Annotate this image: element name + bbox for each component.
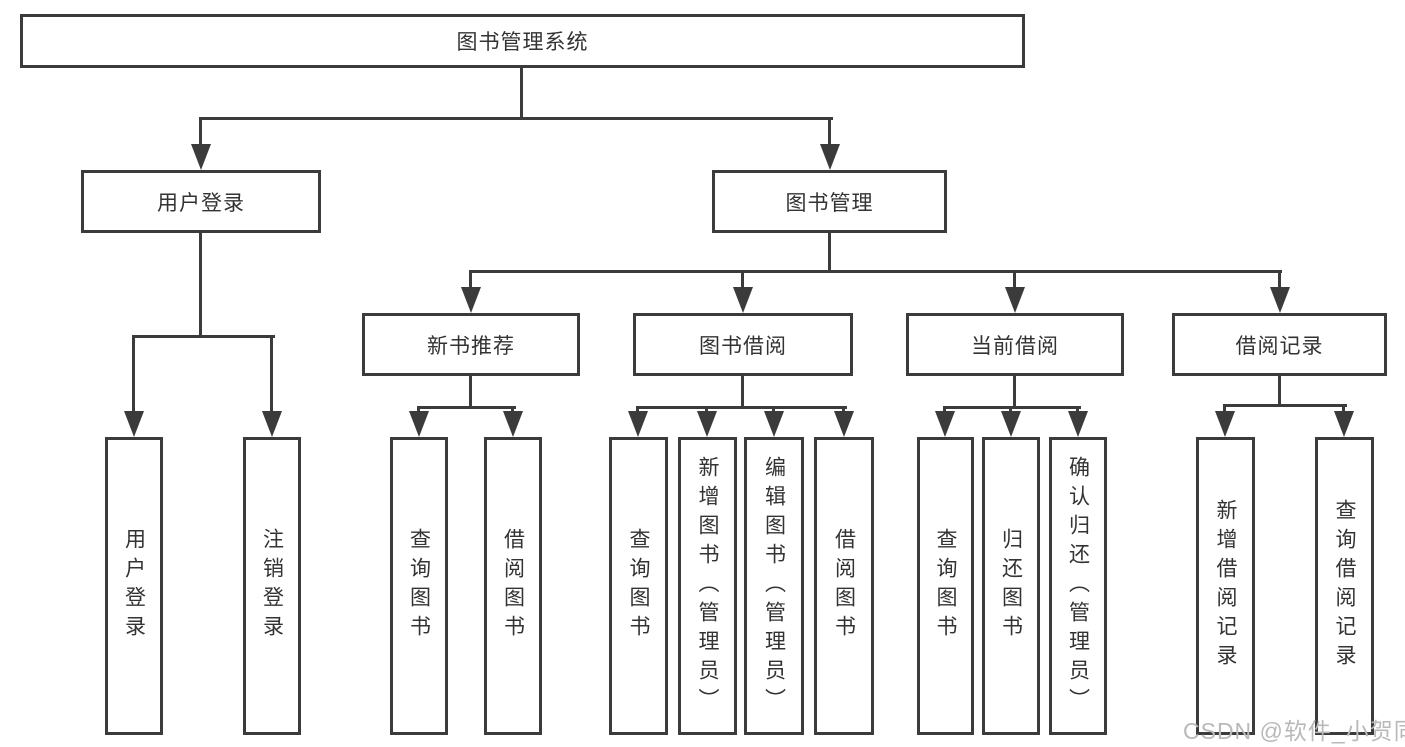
connector-line bbox=[270, 335, 273, 413]
node-leaf-add-borrow-record: 新增借阅记录 bbox=[1196, 437, 1255, 735]
arrow-down-icon bbox=[1334, 411, 1354, 437]
arrow-down-icon bbox=[834, 411, 854, 437]
connector-line bbox=[1009, 406, 1012, 413]
node-leaf-borrow-books-label: 借阅图书 bbox=[832, 528, 856, 644]
node-leaf-borrow-books: 借阅图书 bbox=[814, 437, 874, 735]
arrow-down-icon bbox=[461, 287, 481, 313]
node-book-borrow: 图书借阅 bbox=[633, 313, 853, 376]
node-leaf-query-books-current-label: 查询图书 bbox=[934, 528, 957, 644]
connector-line bbox=[199, 117, 202, 146]
connector-line bbox=[1278, 376, 1281, 404]
connector-line bbox=[132, 335, 135, 413]
node-user-login: 用户登录 bbox=[81, 170, 321, 233]
node-leaf-add-books-admin-label: 新增图书（管理员） bbox=[696, 455, 719, 717]
node-leaf-query-books-current: 查询图书 bbox=[917, 437, 974, 735]
connector-line bbox=[828, 233, 831, 270]
node-current-borrow: 当前借阅 bbox=[906, 313, 1124, 376]
connector-line bbox=[1223, 404, 1347, 407]
arrow-down-icon bbox=[1270, 287, 1290, 313]
connector-line bbox=[417, 406, 420, 413]
node-user-login-label: 用户登录 bbox=[157, 191, 245, 215]
arrow-down-icon bbox=[697, 411, 717, 437]
arrow-down-icon bbox=[1068, 411, 1088, 437]
connector-line bbox=[417, 406, 516, 409]
node-leaf-return-books-label: 归还图书 bbox=[999, 528, 1023, 644]
connector-line bbox=[469, 270, 472, 289]
connector-line bbox=[842, 406, 845, 413]
node-book-management-label: 图书管理 bbox=[785, 191, 874, 215]
node-root: 图书管理系统 bbox=[20, 14, 1025, 68]
node-leaf-edit-books-admin-label: 编辑图书（管理员） bbox=[762, 455, 786, 717]
connector-line bbox=[741, 376, 744, 406]
connector-line bbox=[132, 335, 275, 338]
connector-line bbox=[828, 117, 831, 146]
connector-line bbox=[1013, 270, 1016, 289]
connector-line bbox=[636, 406, 847, 409]
node-new-book-recommend: 新书推荐 bbox=[362, 313, 580, 376]
arrow-down-icon bbox=[935, 411, 955, 437]
node-leaf-confirm-return-admin: 确认归还（管理员） bbox=[1049, 437, 1107, 735]
arrow-down-icon bbox=[1001, 411, 1021, 437]
arrow-down-icon bbox=[628, 411, 648, 437]
connector-line bbox=[520, 68, 523, 117]
arrow-down-icon bbox=[409, 411, 429, 437]
connector-line bbox=[469, 270, 1282, 273]
connector-line bbox=[511, 406, 514, 413]
arrow-down-icon bbox=[503, 411, 523, 437]
connector-line bbox=[943, 406, 946, 413]
arrow-down-icon bbox=[764, 411, 784, 437]
arrow-down-icon bbox=[1215, 411, 1235, 437]
node-leaf-query-borrow-record-label: 查询借阅记录 bbox=[1333, 499, 1356, 673]
connector-line bbox=[772, 406, 775, 413]
node-root-label: 图书管理系统 bbox=[456, 31, 589, 54]
node-borrow-records-label: 借阅记录 bbox=[1235, 334, 1324, 358]
connector-line bbox=[1342, 404, 1345, 413]
watermark: CSDN @软件_小贺同学 bbox=[1183, 718, 1405, 744]
arrow-down-icon bbox=[262, 411, 282, 437]
node-leaf-borrow-books-recommend-label: 借阅图书 bbox=[501, 528, 525, 644]
connector-line bbox=[705, 406, 708, 413]
node-book-management: 图书管理 bbox=[712, 170, 947, 233]
node-current-borrow-label: 当前借阅 bbox=[971, 334, 1059, 358]
node-leaf-borrow-books-recommend: 借阅图书 bbox=[484, 437, 542, 735]
node-new-book-recommend-label: 新书推荐 bbox=[427, 334, 515, 358]
node-leaf-return-books: 归还图书 bbox=[982, 437, 1040, 735]
connector-line bbox=[943, 406, 1081, 409]
arrow-down-icon bbox=[124, 411, 144, 437]
node-leaf-logout-label: 注销登录 bbox=[260, 528, 284, 644]
connector-line bbox=[469, 376, 472, 406]
node-leaf-query-books-recommend-label: 查询图书 bbox=[407, 528, 431, 644]
connector-line bbox=[199, 233, 202, 335]
arrow-down-icon bbox=[191, 144, 211, 170]
node-leaf-logout: 注销登录 bbox=[243, 437, 301, 735]
node-borrow-records: 借阅记录 bbox=[1172, 313, 1387, 376]
connector-line bbox=[1076, 406, 1079, 413]
arrow-down-icon bbox=[1005, 287, 1025, 313]
node-leaf-add-books-admin: 新增图书（管理员） bbox=[678, 437, 737, 735]
node-leaf-confirm-return-admin-label: 确认归还（管理员） bbox=[1066, 455, 1090, 717]
arrow-down-icon bbox=[733, 287, 753, 313]
node-leaf-query-books-recommend: 查询图书 bbox=[390, 437, 448, 735]
node-leaf-query-books-borrow-label: 查询图书 bbox=[627, 528, 650, 644]
connector-line bbox=[199, 117, 833, 120]
connector-line bbox=[1013, 376, 1016, 406]
node-leaf-user-login-label: 用户登录 bbox=[122, 528, 146, 644]
node-leaf-edit-books-admin: 编辑图书（管理员） bbox=[744, 437, 804, 735]
node-book-borrow-label: 图书借阅 bbox=[699, 334, 787, 358]
connector-line bbox=[636, 406, 639, 413]
node-leaf-query-borrow-record: 查询借阅记录 bbox=[1315, 437, 1374, 735]
node-leaf-user-login: 用户登录 bbox=[105, 437, 163, 735]
connector-line bbox=[1223, 404, 1226, 413]
node-leaf-add-borrow-record-label: 新增借阅记录 bbox=[1214, 499, 1237, 673]
connector-line bbox=[741, 270, 744, 289]
node-leaf-query-books-borrow: 查询图书 bbox=[609, 437, 668, 735]
connector-line bbox=[1278, 270, 1281, 289]
arrow-down-icon bbox=[820, 144, 840, 170]
